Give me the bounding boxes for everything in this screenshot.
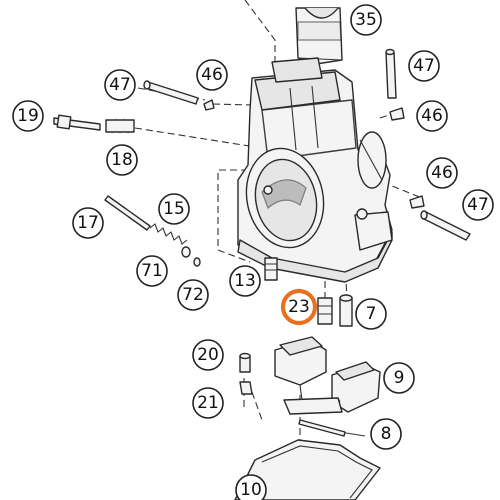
float-assembly	[274, 336, 381, 437]
callout-19[interactable]: 19	[12, 100, 44, 132]
callout-20[interactable]: 20	[192, 339, 224, 371]
callout-46-top-left[interactable]: 46	[196, 59, 228, 91]
svg-text:46: 46	[201, 65, 223, 85]
callout-17[interactable]: 17	[72, 207, 104, 239]
svg-text:46: 46	[421, 106, 443, 126]
callout-18[interactable]: 18	[106, 144, 138, 176]
callout-8[interactable]: 8	[370, 418, 402, 450]
callout-47-top-right[interactable]: 47	[408, 50, 440, 82]
svg-text:13: 13	[234, 271, 256, 291]
callout-46-lower-right[interactable]: 46	[426, 157, 458, 189]
svg-text:46: 46	[431, 163, 453, 183]
callout-47-lower-right[interactable]: 47	[462, 189, 494, 221]
callout-21[interactable]: 21	[192, 387, 224, 419]
callout-15[interactable]: 15	[158, 193, 190, 225]
svg-text:23: 23	[288, 297, 310, 317]
callout-71[interactable]: 71	[136, 255, 168, 287]
svg-text:9: 9	[394, 368, 405, 388]
svg-text:47: 47	[467, 195, 489, 215]
svg-text:7: 7	[366, 304, 377, 324]
callout-35[interactable]: 35	[350, 4, 382, 36]
callout-23-highlighted[interactable]: 23	[280, 288, 318, 326]
callout-7[interactable]: 7	[355, 298, 387, 330]
svg-text:71: 71	[141, 261, 163, 281]
svg-text:20: 20	[197, 345, 219, 365]
svg-text:35: 35	[355, 10, 377, 30]
callout-9[interactable]: 9	[383, 362, 415, 394]
svg-text:21: 21	[197, 393, 219, 413]
callout-10[interactable]: 10	[235, 474, 267, 500]
callout-46-right[interactable]: 46	[416, 100, 448, 132]
bowl-gasket	[234, 439, 381, 500]
svg-text:18: 18	[111, 150, 133, 170]
svg-text:72: 72	[182, 285, 204, 305]
callout-72[interactable]: 72	[177, 279, 209, 311]
carburetor-body	[237, 57, 393, 283]
throttle-slide	[295, 7, 343, 65]
svg-text:17: 17	[77, 213, 99, 233]
svg-text:47: 47	[413, 56, 435, 76]
svg-text:10: 10	[240, 480, 262, 500]
svg-text:47: 47	[109, 75, 131, 95]
svg-text:15: 15	[163, 199, 185, 219]
svg-text:8: 8	[381, 424, 392, 444]
callout-47-top-left[interactable]: 47	[104, 69, 136, 101]
callout-13[interactable]: 13	[229, 265, 261, 297]
svg-text:19: 19	[17, 106, 39, 126]
small-parts	[53, 48, 471, 395]
